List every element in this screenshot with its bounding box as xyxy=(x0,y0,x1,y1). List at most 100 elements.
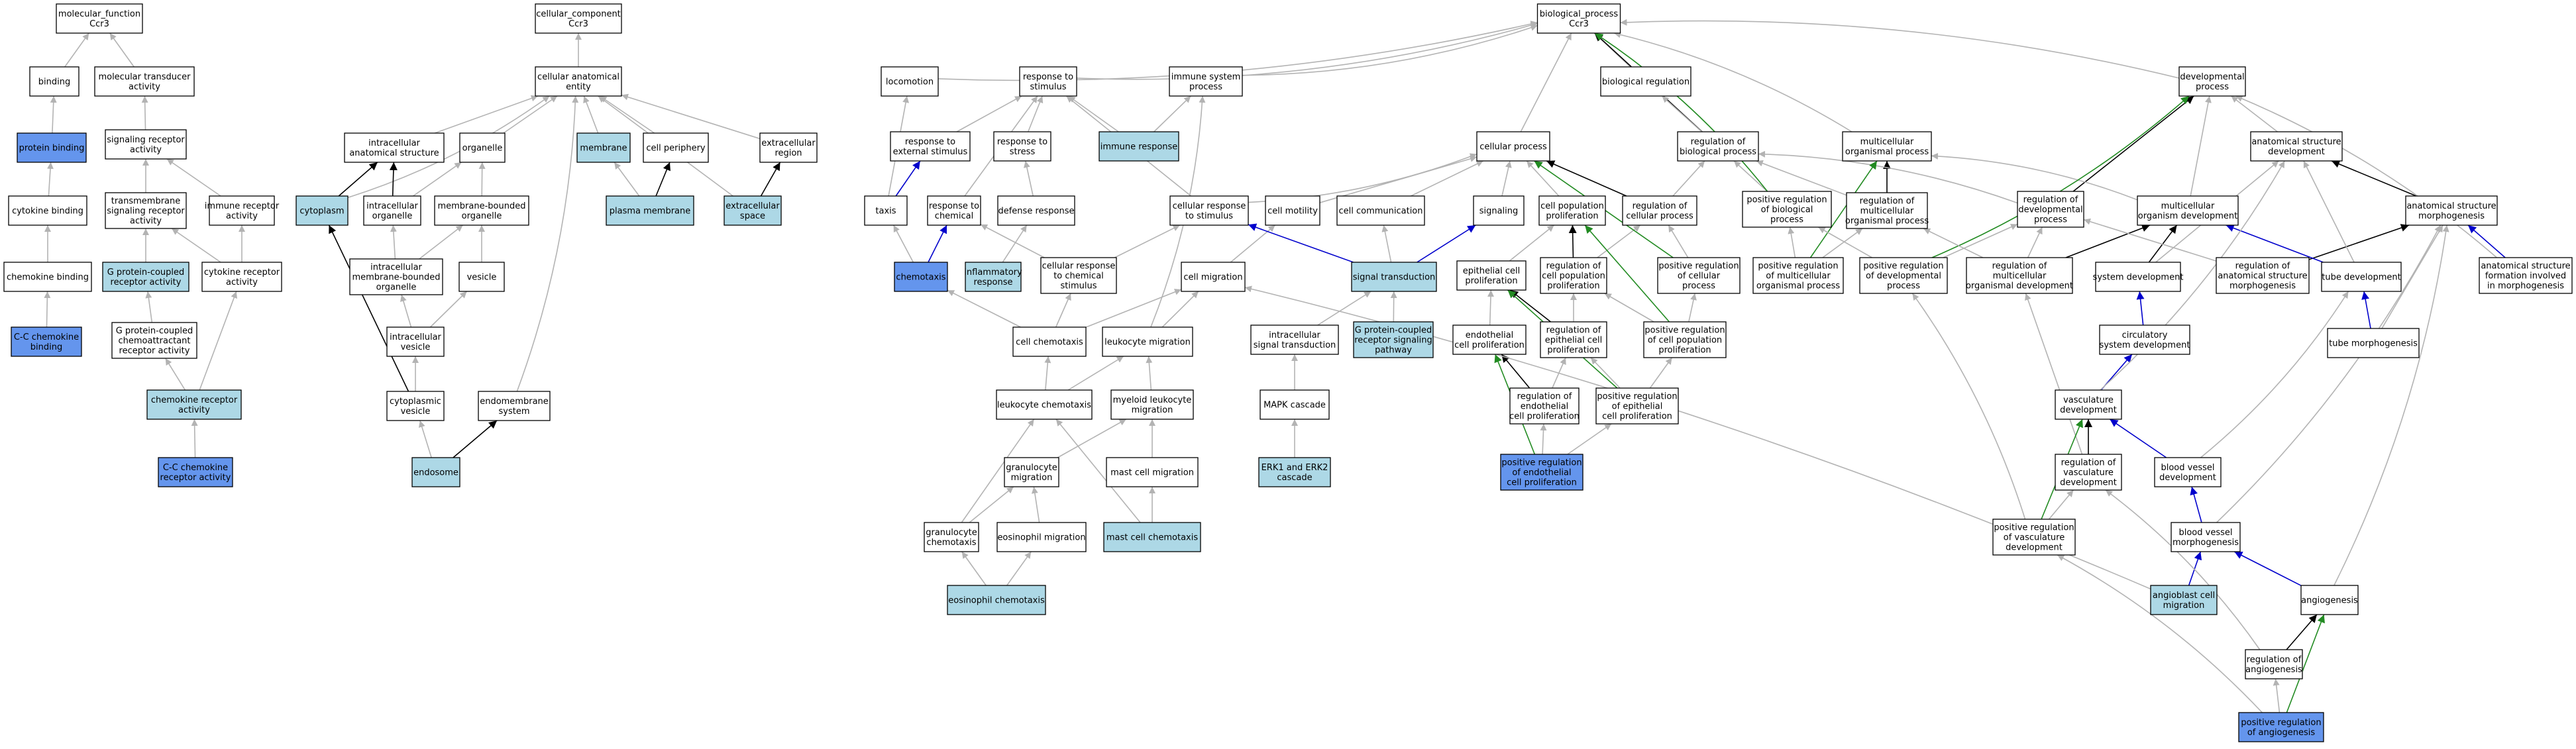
relation-edge-line xyxy=(1923,228,1984,258)
relation-edge-part-of xyxy=(760,162,781,197)
go-term-box xyxy=(1859,257,1948,294)
go-term-label-line: signal transduction xyxy=(1254,340,1336,350)
relation-edge-line xyxy=(614,162,640,197)
go-term-node-cellcomm: cell communication xyxy=(1336,195,1425,226)
go-term-label-line: cell chemotaxis xyxy=(1016,338,1083,348)
go-term-label-line: immune receptor xyxy=(205,201,280,211)
relation-edge-is-a xyxy=(109,32,134,68)
go-term-label-line: development xyxy=(2006,543,2063,553)
go-term-label-line: chemokine receptor xyxy=(151,395,238,405)
go-term-label-line: activity xyxy=(226,211,258,221)
go-term-label-line: activity xyxy=(130,145,162,155)
go-term-box xyxy=(2300,585,2359,615)
go-term-label-line: angiogenesis xyxy=(2245,665,2302,675)
relation-edge-is-a xyxy=(2200,291,2349,458)
go-term-label-line: space xyxy=(740,211,765,221)
go-term-label-line: cell proliferation xyxy=(1602,412,1672,422)
go-term-label-line: cell periphery xyxy=(646,144,706,154)
go-term-label-line: activity xyxy=(226,277,258,287)
relation-edge-line xyxy=(2233,551,2302,586)
go-term-label-line: regulation of xyxy=(2061,458,2116,468)
relation-edge-line xyxy=(1613,31,1852,132)
go-term-box xyxy=(2137,195,2239,226)
relation-edge-is-a xyxy=(1076,22,1538,80)
relation-edge-is-a xyxy=(1818,226,1872,258)
relation-edge-is-a xyxy=(1161,291,1199,328)
go-term-label-line: organismal process xyxy=(1756,281,1840,291)
go-term-label-line: chemotaxis xyxy=(896,273,945,283)
go-term-label-line: membrane-bounded xyxy=(437,201,525,211)
go-term-label-line: organism development xyxy=(2138,211,2237,221)
relation-edge-line xyxy=(1242,25,1538,76)
go-term-box xyxy=(1473,195,1525,226)
go-term-label-line: epithelial cell xyxy=(1545,336,1603,346)
relation-edge-line xyxy=(2235,95,2497,258)
relation-edge-line xyxy=(760,162,781,197)
relation-edge-is-a xyxy=(434,95,539,134)
go-term-box xyxy=(1040,257,1117,294)
relation-edge-line xyxy=(1487,289,1495,326)
relation-edge-is-a xyxy=(413,162,462,197)
go-term-label-line: positive regulation xyxy=(1746,195,1827,205)
relation-edge-part-of xyxy=(655,162,671,197)
relation-edge-line xyxy=(1248,153,1477,203)
go-term-box xyxy=(1509,387,1580,424)
relation-edge-is-a xyxy=(1822,228,1863,258)
go-term-label-line: proliferation xyxy=(1547,346,1599,356)
relation-edge-line xyxy=(1230,225,1276,263)
go-term-label-line: of cell population xyxy=(1648,336,1722,346)
relation-edge-line xyxy=(1649,357,1673,389)
go-term-box xyxy=(1099,131,1179,162)
go-term-label-line: positive regulation xyxy=(1597,392,1677,402)
relation-edge-is-a xyxy=(1068,95,1119,132)
go-term-label-line: endomembrane xyxy=(480,397,549,407)
go-term-label-line: extracellular xyxy=(761,138,816,148)
go-term-box xyxy=(1351,262,1437,292)
relation-edge-line xyxy=(109,32,134,68)
go-term-label-line: region xyxy=(775,148,802,158)
go-term-label-line: binding xyxy=(30,342,62,352)
relation-edge-line xyxy=(434,95,539,134)
relation-edge-line xyxy=(2303,160,2355,263)
go-term-label-line: vasculature xyxy=(2063,468,2114,478)
relation-edge-is-a xyxy=(1242,25,1538,76)
go-term-box xyxy=(2150,585,2218,615)
go-term-box xyxy=(1677,131,1759,162)
relation-edge-is-a xyxy=(1649,357,1673,389)
relation-edge-is-a xyxy=(1597,225,1641,258)
go-term-label-line: of vasculature xyxy=(2004,533,2065,543)
go-term-node-eoschemo: eosinophil chemotaxis xyxy=(947,585,1046,615)
relation-edge-line xyxy=(961,551,987,586)
relation-edge-is-a xyxy=(2303,160,2355,263)
go-term-box xyxy=(1456,260,1527,291)
go-term-label-line: development xyxy=(2159,473,2216,483)
relation-edge-is-a xyxy=(503,95,558,134)
relation-edge-positively-regulates xyxy=(1809,160,1878,258)
go-term-label-line: morphogenesis xyxy=(2173,538,2239,548)
relation-edge-part-of xyxy=(2308,224,2410,260)
relation-edge-line xyxy=(655,162,671,197)
relation-edge-line xyxy=(1620,19,2180,79)
go-term-label-line: leukocyte chemotaxis xyxy=(997,401,1091,411)
go-term-label-line: immune response xyxy=(1100,142,1178,152)
relation-edge-is-a xyxy=(1319,156,1477,203)
relation-edge-line xyxy=(2334,225,2449,586)
relation-edge-line xyxy=(1501,354,1530,389)
relation-edge-line xyxy=(166,158,221,197)
go-term-node-gpcrchem: G protein-coupledchemoattractantreceptor… xyxy=(111,322,197,359)
relation-edge-line xyxy=(413,162,462,197)
relation-edge-is-a xyxy=(2190,95,2212,197)
go-term-label-line: endothelial xyxy=(1466,330,1514,340)
go-term-box xyxy=(1169,195,1249,226)
relation-edge-line xyxy=(1068,95,1119,132)
relation-edge-is-a xyxy=(2231,95,2278,132)
go-term-label-line: anatomical structure xyxy=(2218,272,2307,281)
